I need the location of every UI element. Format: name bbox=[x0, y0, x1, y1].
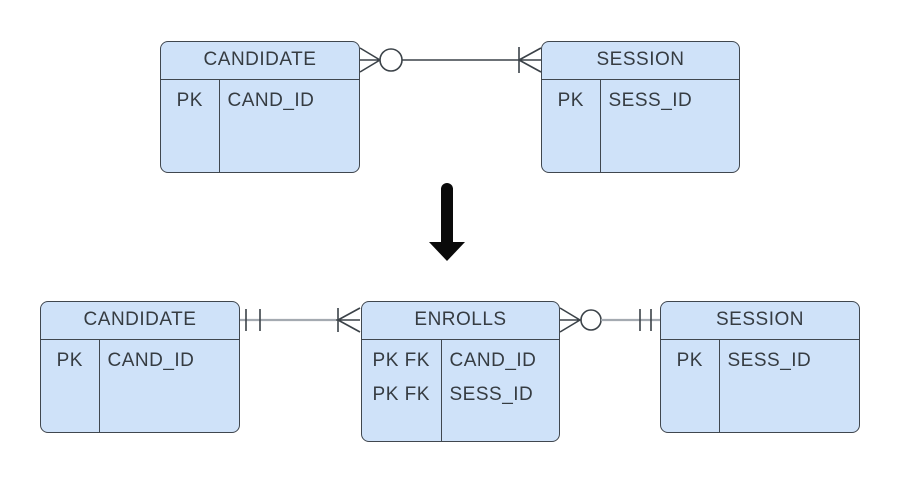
attr-cell: SESS_ID bbox=[727, 349, 812, 371]
key-cell: PK bbox=[557, 89, 584, 111]
entity-enrolls: ENROLLS PK FK PK FK CAND_ID SESS_ID bbox=[361, 301, 560, 442]
entity-attributes: PK CAND_ID bbox=[161, 79, 359, 172]
entity-attributes: PK FK PK FK CAND_ID SESS_ID bbox=[362, 339, 559, 441]
key-cell: PK bbox=[56, 349, 83, 371]
one-and-only-one-icon bbox=[245, 309, 261, 331]
crow-foot-icon bbox=[359, 47, 381, 73]
key-cell: PK bbox=[676, 349, 703, 371]
attr-cell: CAND_ID bbox=[107, 349, 195, 371]
after-right-relationship bbox=[559, 307, 660, 333]
entity-title: CANDIDATE bbox=[41, 302, 239, 340]
entity-title: SESSION bbox=[542, 42, 739, 80]
after-left-relationship bbox=[240, 307, 361, 333]
entity-title: ENROLLS bbox=[362, 302, 559, 340]
entity-session-after: SESSION PK SESS_ID bbox=[660, 301, 860, 433]
attr-cell: SESS_ID bbox=[608, 89, 693, 111]
entity-candidate-before: CANDIDATE PK CAND_ID bbox=[160, 41, 360, 173]
attr-cell: CAND_ID bbox=[227, 89, 315, 111]
entity-attributes: PK SESS_ID bbox=[661, 339, 859, 432]
crow-foot-icon bbox=[336, 307, 361, 333]
transform-arrow-icon bbox=[429, 183, 465, 261]
zero-circle-icon bbox=[379, 48, 403, 72]
key-cell: PK FK bbox=[372, 349, 430, 371]
crow-foot-icon bbox=[559, 307, 581, 333]
entity-title: CANDIDATE bbox=[161, 42, 359, 80]
zero-circle-icon bbox=[580, 309, 602, 331]
key-cell: PK bbox=[176, 89, 203, 111]
entity-session-before: SESSION PK SESS_ID bbox=[541, 41, 740, 173]
key-cell: PK FK bbox=[372, 383, 430, 405]
crow-foot-icon bbox=[518, 47, 542, 73]
attr-cell: CAND_ID bbox=[449, 349, 537, 371]
attr-cell: SESS_ID bbox=[449, 383, 534, 405]
entity-candidate-after: CANDIDATE PK CAND_ID bbox=[40, 301, 240, 433]
entity-attributes: PK CAND_ID bbox=[41, 339, 239, 432]
one-and-only-one-icon bbox=[639, 309, 652, 331]
entity-title: SESSION bbox=[661, 302, 859, 340]
before-relationship bbox=[359, 47, 542, 73]
entity-attributes: PK SESS_ID bbox=[542, 79, 739, 172]
